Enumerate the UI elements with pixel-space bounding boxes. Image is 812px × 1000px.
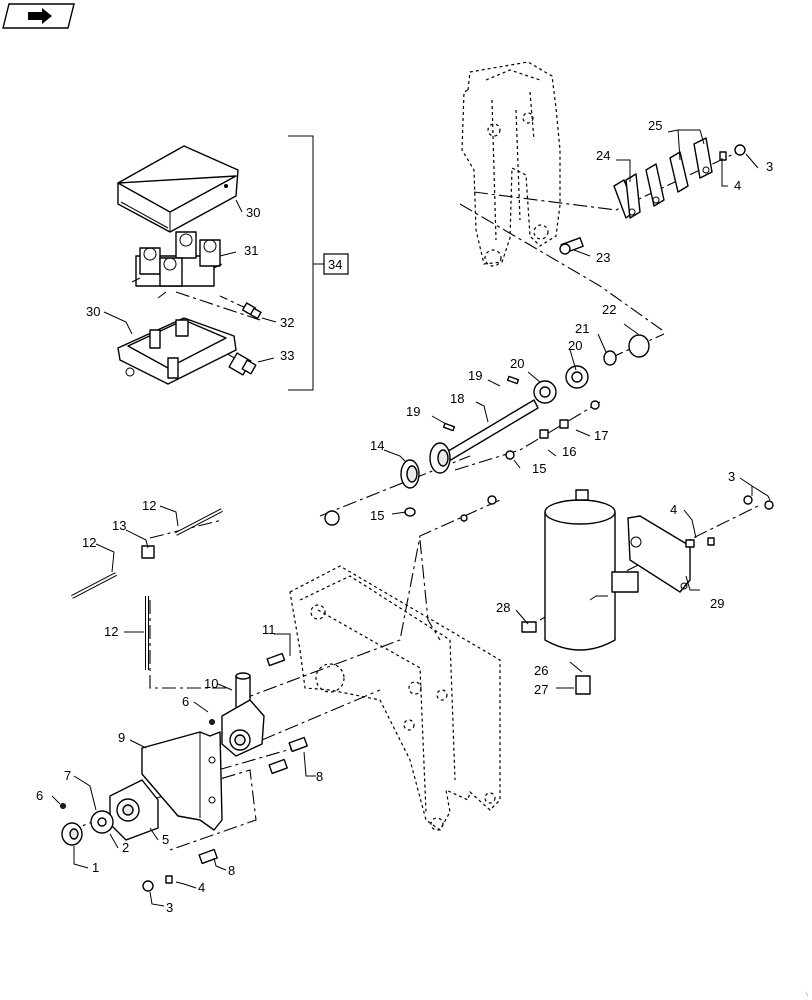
valve-block: [131, 231, 223, 299]
callout-labels: 30 31 30 32 33 34 25 24 3 4 23 22 21 20 …: [36, 118, 773, 915]
callout-12-top: 12: [142, 498, 156, 513]
callout-28: 28: [496, 600, 510, 615]
callout-13: 13: [112, 518, 126, 533]
callout-15-left: 15: [370, 508, 384, 523]
book-arrow-icon[interactable]: [2, 3, 75, 29]
callout-6-right: 6: [182, 694, 189, 709]
callout-16: 16: [562, 444, 576, 459]
callout-19-left: 19: [406, 404, 420, 419]
callout-23: 23: [596, 250, 610, 265]
callout-30-bottom: 30: [86, 304, 100, 319]
callout-33: 33: [280, 348, 294, 363]
callout-25: 25: [648, 118, 662, 133]
callout-12-bottom: 12: [104, 624, 118, 639]
callout-8-lower: 8: [228, 863, 235, 878]
callout-18: 18: [450, 391, 464, 406]
rods: [71, 508, 223, 670]
hardware-3-4-right: [685, 495, 774, 548]
callout-34: 34: [328, 257, 342, 272]
callout-3-lower: 3: [166, 900, 173, 915]
control-box-cover: [117, 145, 239, 233]
callout-22: 22: [602, 302, 616, 317]
callout-26: 26: [534, 663, 548, 678]
callout-17: 17: [594, 428, 608, 443]
callout-21: 21: [575, 321, 589, 336]
callout-8-upper: 8: [316, 769, 323, 784]
leader-lines: [51, 129, 771, 907]
callout-3-top: 3: [766, 159, 773, 174]
callout-1: 1: [92, 860, 99, 875]
callout-12-left: 12: [82, 535, 96, 550]
callout-4-lower: 4: [198, 880, 205, 895]
callout-27: 27: [534, 682, 548, 697]
callout-14: 14: [370, 438, 384, 453]
air-tank: [521, 489, 639, 695]
callout-31: 31: [244, 243, 258, 258]
bolt-23: [559, 237, 584, 255]
callout-4-right: 4: [670, 502, 677, 517]
plates-24-25: [613, 137, 746, 219]
callout-9: 9: [118, 730, 125, 745]
bracket-29: [627, 515, 691, 593]
callout-20-left: 20: [510, 356, 524, 371]
corner-mark: \: [806, 992, 808, 998]
callout-3-right: 3: [728, 469, 735, 484]
callout-10: 10: [204, 676, 218, 691]
callout-20-right: 20: [568, 338, 582, 353]
upper-frame-phantom: [461, 61, 561, 267]
main-frame-phantom: [289, 565, 501, 831]
callout-4-top: 4: [734, 178, 741, 193]
shaft-assembly: [324, 334, 650, 526]
callout-2: 2: [122, 840, 129, 855]
control-box-base: [117, 317, 237, 385]
callout-7: 7: [64, 768, 71, 783]
callout-32: 32: [280, 315, 294, 330]
callout-15-right: 15: [532, 461, 546, 476]
fitting-32: [241, 302, 262, 320]
callout-11: 11: [262, 622, 276, 637]
callout-19-top: 19: [468, 368, 482, 383]
callout-5: 5: [162, 832, 169, 847]
lower-assembly: [60, 652, 308, 892]
kit-bracket: [288, 135, 349, 391]
callout-24: 24: [596, 148, 610, 163]
fitting-33: [228, 352, 257, 376]
callout-6-left: 6: [36, 788, 43, 803]
callout-30-top: 30: [246, 205, 260, 220]
callout-29: 29: [710, 596, 724, 611]
